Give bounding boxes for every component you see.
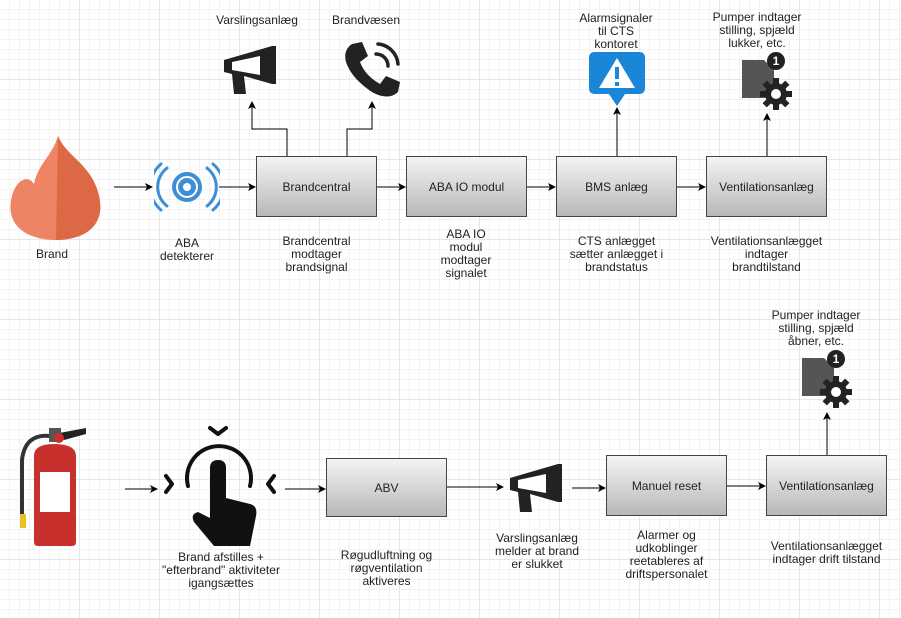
brandvaesen-label: Brandvæsen [331,13,401,27]
pumper-label-top: Pumper indtager stilling, spjæld lukker,… [712,10,802,50]
bms-caption: CTS anlægget sætter anlægget i brandstat… [569,234,664,274]
badge-top: 1 [772,54,780,68]
manuel-reset-label: Manuel reset [631,478,702,493]
manuel-reset-box: Manuel reset [606,455,727,516]
ventilation-box-top: Ventilationsanlæg [706,156,827,217]
alarm-label: Alarmsignaler til CTS kontoret [579,11,653,51]
alert-icon [589,52,645,106]
aba-io-caption: ABA IO modul modtager signalet [440,227,492,280]
bms-box: BMS anlæg [556,156,677,217]
flame-icon [10,136,101,240]
manuel-reset-caption: Alarmer og udkoblinger reetableres af dr… [625,528,708,581]
ventilation-caption-top: Ventilationsanlægget indtager brandtilst… [710,234,823,274]
ventilation-box-bottom: Ventilationsanlæg [766,455,887,516]
ventilation-label-top: Ventilationsanlæg [719,179,814,194]
arrow-brandcentral-brandvaesen [346,101,376,156]
bms-label: BMS anlæg [585,179,648,194]
abv-caption: Røgudluftning og røgventilation aktivere… [340,548,433,588]
settings-document-icon-bottom: 1 [800,350,856,410]
arrow-brandcentral-varsling [248,101,288,156]
brandcentral-box: Brandcentral [256,156,377,217]
detector-label: ABA detekterer [159,236,215,263]
touch-label: Brand afstilles + "efterbrand" aktivitet… [162,550,280,590]
brand-label: Brand [35,247,69,261]
ventilation-label-bottom: Ventilationsanlæg [779,478,874,493]
phone-icon [345,42,400,97]
settings-document-icon-top: 1 [740,52,796,112]
aba-io-box: ABA IO modul [406,156,527,217]
touch-gesture-icon [164,426,276,546]
varsling-label: Varslingsanlæg [216,13,298,27]
ventilation-caption-bottom: Ventilationsanlægget indtager drift tils… [770,539,883,566]
varsling-caption-bottom: Varslingsanlæg melder at brand er slukke… [494,531,580,571]
badge-bottom: 1 [832,352,840,366]
brandcentral-label: Brandcentral [282,179,351,194]
fire-extinguisher-icon [20,428,86,546]
smoke-detector-icon [154,162,220,212]
abv-label: ABV [374,480,399,495]
aba-io-label: ABA IO modul [428,179,505,194]
abv-box: ABV [326,458,447,517]
megaphone-icon-bottom [510,464,562,512]
pumper-label-bottom: Pumper indtager stilling, spjæld åbner, … [771,308,861,348]
brandcentral-caption: Brandcentral modtager brandsignal [282,234,351,274]
megaphone-icon [224,46,276,94]
